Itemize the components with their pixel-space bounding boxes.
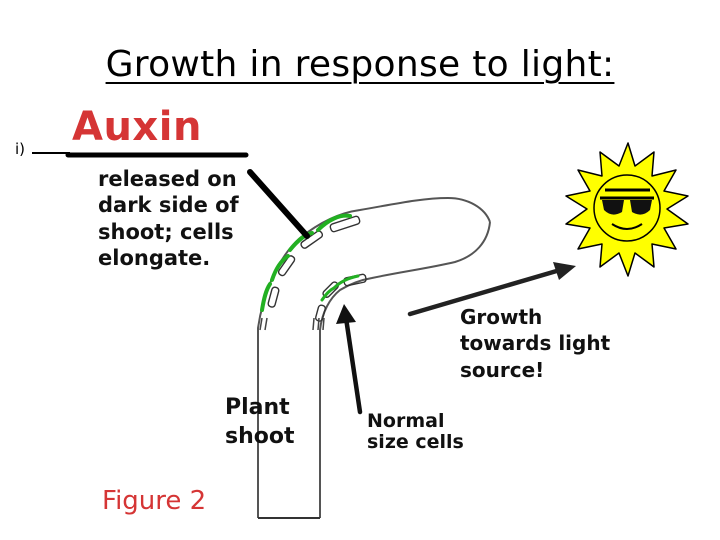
auxin-label: Auxin [72, 104, 202, 150]
cell [267, 286, 280, 308]
normal-line: size cells [367, 431, 464, 454]
plant-line: Plant [225, 395, 290, 420]
normal-cells-label: Normal size cells [367, 410, 464, 454]
green-cell-outer [316, 213, 352, 232]
tick [317, 317, 320, 331]
plant-shoot-label: Plant shoot [225, 393, 295, 451]
slide-title: Growth in response to light: [105, 44, 615, 85]
tick [259, 317, 263, 331]
growth-label: Growth towards light source! [460, 304, 610, 383]
sun-smile [611, 223, 643, 230]
growth-arrow-line [407, 267, 563, 317]
released-arrow [247, 169, 310, 239]
released-label: released on dark side of shoot; cells el… [98, 166, 239, 271]
normal-line: Normal [367, 410, 445, 432]
normal-arrow-head [336, 304, 356, 324]
sunglasses-lens-left [602, 200, 624, 215]
figure-label: Figure 2 [102, 486, 207, 516]
green-cell-outer [288, 231, 314, 252]
auxin-cells [260, 213, 360, 312]
base-ticks [259, 317, 325, 331]
cell [329, 215, 361, 233]
list-item-marker: i) [15, 140, 26, 158]
growth-arrow-head [553, 262, 576, 280]
tick [264, 317, 268, 331]
released-line: dark side of [98, 193, 239, 218]
sunglasses-lens-right [630, 200, 652, 215]
growth-line: source! [460, 357, 545, 382]
plant-line: shoot [225, 424, 295, 450]
cell [277, 255, 296, 277]
green-cell-inner [332, 274, 360, 290]
released-line: shoot; cells [98, 219, 234, 244]
item-underline [32, 152, 70, 154]
normal-arrow-line [343, 315, 363, 415]
tick [322, 317, 325, 331]
green-cell-outer [270, 254, 290, 282]
released-line: elongate. [98, 245, 211, 270]
tick [312, 317, 315, 331]
growth-line: Growth [460, 305, 543, 329]
green-cell-outer [260, 282, 272, 312]
growth-line: towards light [460, 331, 611, 356]
sun-icon [565, 142, 689, 277]
released-line: released on [98, 167, 237, 191]
green-cell-inner [320, 286, 336, 302]
shoot-right-edge [319, 221, 491, 518]
